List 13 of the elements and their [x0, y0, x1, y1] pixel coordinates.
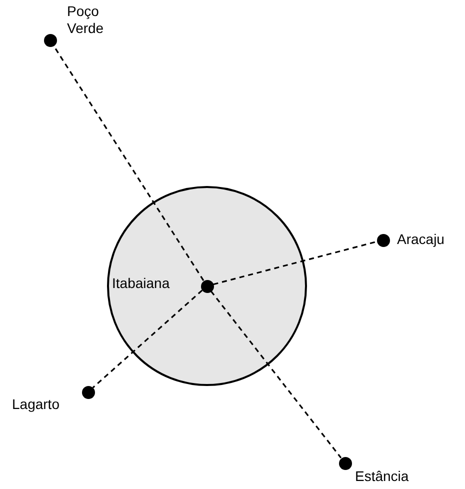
city-dot: [376, 234, 390, 246]
city-dot: [338, 456, 352, 470]
place-name: Aracaju: [397, 231, 444, 248]
place-name: Itabaiana: [112, 275, 170, 292]
dashed-line: [92, 290, 203, 388]
city-dot: [200, 280, 214, 292]
place-name: Estância: [355, 468, 409, 485]
place-name: Poço Verde: [67, 3, 105, 37]
place-name: Lagarto: [12, 396, 60, 413]
city-dot: [82, 386, 94, 398]
dashed-line: [210, 290, 342, 458]
dashed-line: [213, 240, 377, 286]
city-dot: [44, 34, 56, 46]
